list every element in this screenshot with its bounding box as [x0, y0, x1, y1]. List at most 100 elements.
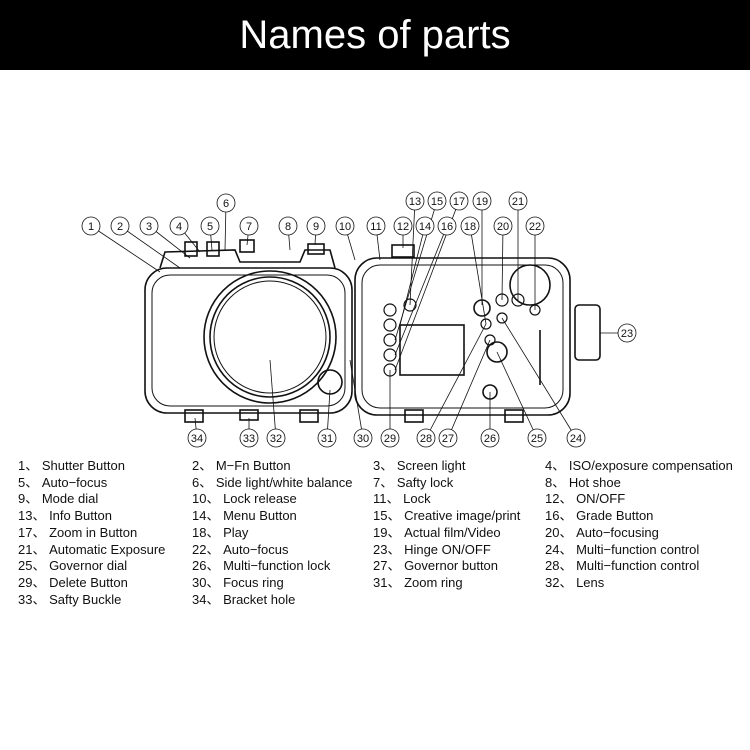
callout-circle	[278, 216, 298, 236]
callout-number: 34	[191, 433, 203, 445]
callout-number: 26	[484, 433, 496, 445]
callout-circle	[216, 193, 236, 213]
legend-item: 17、 Zoom in Button	[18, 524, 138, 540]
legend-item: 16、 Grade Button	[545, 508, 654, 524]
callout-number: 20	[497, 221, 509, 233]
legend-item: 29、 Delete Button	[18, 574, 128, 590]
legend-item: 9、 Mode dial	[18, 491, 99, 507]
callout-circle	[266, 428, 286, 448]
legend-item: 32、 Lens	[545, 574, 605, 590]
callout-circle	[366, 216, 386, 236]
legend-item: 26、 Multi−function lock	[192, 558, 331, 574]
callout-number: 11	[370, 221, 381, 233]
leader-line	[469, 225, 487, 325]
callout-number: 32	[270, 433, 282, 445]
leader-line	[501, 225, 504, 301]
legend-item: 28、 Multi−function control	[545, 558, 700, 574]
leader-line	[119, 225, 181, 269]
callout-number: 9	[313, 221, 319, 233]
callout-number: 28	[420, 433, 432, 445]
callout-circle	[317, 428, 337, 448]
callout-circle	[493, 216, 513, 236]
callout-circle	[335, 216, 355, 236]
leader-line	[269, 359, 277, 439]
legend-item: 10、 Lock release	[192, 491, 297, 507]
callout-circle	[200, 216, 220, 236]
callout-circle	[460, 216, 480, 236]
callout-number: 13	[409, 196, 421, 208]
callout-circle	[449, 191, 469, 211]
callout-circle	[110, 216, 130, 236]
leader-line	[425, 323, 487, 439]
callout-circle	[139, 216, 159, 236]
callout-circle	[187, 428, 207, 448]
legend-item: 3、 Screen light	[373, 458, 466, 473]
callout-number: 12	[397, 221, 409, 233]
page-title: Names of parts	[0, 0, 750, 70]
callout-number: 14	[419, 221, 431, 233]
callout-number: 21	[512, 196, 524, 208]
housing-back	[354, 244, 601, 423]
callout-circle	[438, 428, 458, 448]
callout-number: 18	[464, 221, 476, 233]
callout-circle	[617, 323, 637, 343]
callout-circle	[415, 216, 435, 236]
callout-number: 19	[476, 196, 488, 208]
callout-circle	[527, 428, 547, 448]
callout-circle	[472, 191, 492, 211]
legend-item: 24、 Multi−function control	[545, 541, 700, 557]
callout-number: 6	[223, 198, 229, 210]
leader-line	[447, 339, 491, 439]
legend-item: 21、 Automatic Exposure	[18, 541, 166, 557]
callout-number: 25	[531, 433, 543, 445]
callout-circle	[437, 216, 457, 236]
legend-item: 22、 Auto−focus	[192, 541, 289, 557]
callout-number: 17	[453, 196, 465, 208]
legend-item: 15、 Creative image/print	[373, 508, 521, 524]
callout-number: 4	[176, 221, 182, 233]
legend-item: 2、 M−Fn Button	[192, 458, 291, 473]
callout-circle	[508, 191, 528, 211]
legend-item: 27、 Governor button	[373, 558, 499, 574]
callout-number: 33	[243, 433, 255, 445]
callout-number: 8	[285, 221, 291, 233]
legend-item: 34、 Bracket hole	[192, 591, 296, 607]
legend-item: 31、 Zoom ring	[373, 574, 463, 590]
legend-item: 13、 Info Button	[18, 508, 112, 524]
callout-number: 22	[529, 221, 541, 233]
leader-line	[90, 225, 161, 273]
callout-number: 1	[88, 221, 94, 233]
callout-number: 2	[117, 221, 123, 233]
callout-circle	[353, 428, 373, 448]
callout-circle	[525, 216, 545, 236]
callout-circle	[393, 216, 413, 236]
callout-number: 7	[246, 221, 252, 233]
legend-item: 33、 Safty Buckle	[18, 591, 122, 607]
callout-circle	[380, 428, 400, 448]
legend-item: 18、 Play	[192, 524, 249, 540]
callout-number: 29	[384, 433, 396, 445]
callout-number: 23	[621, 328, 633, 340]
callout-circle	[169, 216, 189, 236]
callout-number: 16	[441, 221, 453, 233]
callout-circle	[566, 428, 586, 448]
callout-circle	[416, 428, 436, 448]
leader-line	[349, 359, 364, 439]
legend-item: 30、 Focus ring	[192, 574, 284, 590]
callout-number: 3	[146, 221, 152, 233]
callout-number: 31	[321, 433, 333, 445]
callout-circle	[405, 191, 425, 211]
legend-item: 12、 ON/OFF	[545, 491, 626, 507]
callout-number: 5	[207, 221, 213, 233]
legend-item: 19、 Actual film/Video	[373, 524, 501, 540]
callout-circle	[239, 428, 259, 448]
callout-number: 10	[339, 221, 351, 233]
callout-number: 30	[357, 433, 369, 445]
legend-item: 23、 Hinge ON/OFF	[373, 541, 491, 557]
callout-number: 24	[570, 433, 582, 445]
legend-item: 14、 Menu Button	[192, 508, 297, 524]
legend-item: 8、 Hot shoe	[545, 474, 621, 490]
housing-front	[144, 239, 353, 423]
callout-circle	[480, 428, 500, 448]
